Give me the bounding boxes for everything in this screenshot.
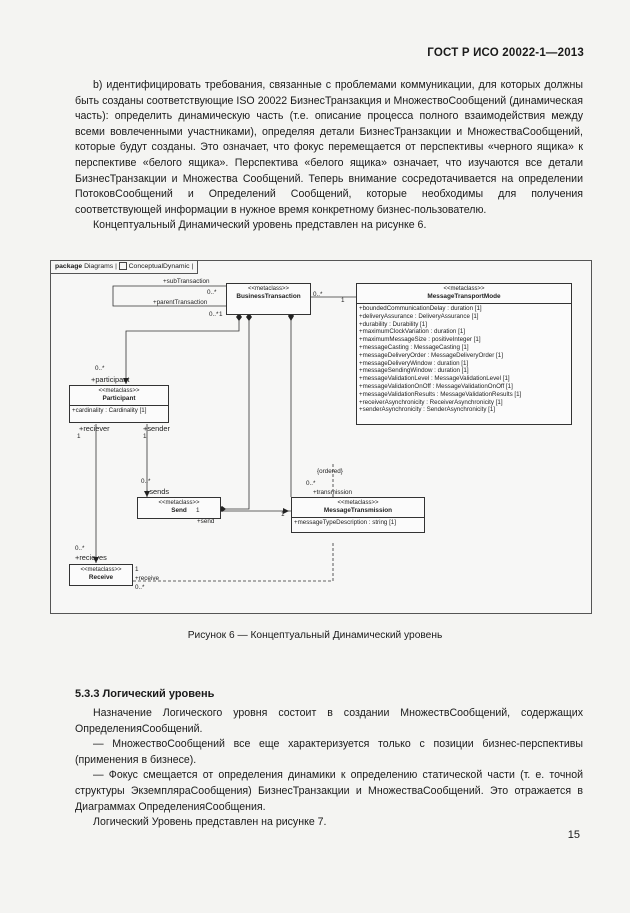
tab-package-keyword: package <box>55 263 83 270</box>
paragraph-requirements: b) идентифицировать требования, связанны… <box>75 79 583 216</box>
attribute: +maximumMessageSize : positiveInteger [1… <box>359 336 481 344</box>
class-name: Receive <box>88 574 114 581</box>
role-receive: +receive <box>135 575 159 582</box>
role-send: +send <box>197 518 215 525</box>
arrowhead-receive <box>93 557 99 563</box>
paragraph-purpose: Назначение Логического уровня состоит в … <box>75 707 583 735</box>
stereotype: <<metaclass>> <box>247 286 290 292</box>
paragraph-logical-reference: Логический Уровень представлен на рисунк… <box>93 816 327 829</box>
tab-view-name: ConceptualDynamic <box>128 263 190 270</box>
multiplicity: 0..* <box>135 584 145 591</box>
attribute: +messageCasting : MessageCasting [1] <box>359 343 469 351</box>
multiplicity: 0..* <box>313 291 323 298</box>
role-sub-transaction: +subTransaction <box>163 278 210 285</box>
attribute-list: +messageTypeDescription : string [1] <box>292 518 424 528</box>
association-lines <box>93 285 356 582</box>
attribute: +messageValidationOnOff : MessageValidat… <box>359 382 513 390</box>
page-number: 15 <box>567 829 580 841</box>
class-name: Participant <box>102 395 136 402</box>
attribute: +messageValidationLevel : MessageValidat… <box>359 375 510 383</box>
tab-diagram-name: Diagrams <box>84 263 114 270</box>
multiplicity: 1 <box>219 311 223 318</box>
attribute: +messageTypeDescription : string [1] <box>294 519 396 526</box>
section-text: Назначение Логического уровня состоит в … <box>75 706 583 831</box>
attribute: +receiverAsynchronicity : ReceiverAsynch… <box>359 398 503 406</box>
constraint-ordered: {ordered} <box>317 468 343 475</box>
class-message-transmission: <<metaclass>> MessageTransmission +messa… <box>291 497 425 533</box>
role-sender: +sender <box>143 424 170 433</box>
multiplicity: 1 <box>143 433 147 440</box>
diagram-icon <box>118 262 127 271</box>
multiplicity: 1 <box>341 297 345 304</box>
attribute: +messageDeliveryOrder : MessageDeliveryO… <box>359 351 503 359</box>
attribute: +cardinality : Cardinality [1] <box>72 407 147 414</box>
attribute-list: +boundedCommunicationDelay : duration [1… <box>357 304 571 415</box>
attribute: +durability : Durability [1] <box>359 320 427 328</box>
attribute: +messageSendingWindow : duration [1] <box>359 367 469 375</box>
role-recieves: +recieves <box>75 553 107 562</box>
multiplicity: 0..* <box>209 311 219 318</box>
role-sends: +sends <box>145 487 170 496</box>
uml-diagram: package Diagrams | ConceptualDynamic | <box>50 260 592 614</box>
arrowhead-transmission <box>283 508 289 514</box>
role-parent-transaction: +parentTransaction <box>153 299 208 306</box>
multiplicity: 0..* <box>141 478 151 485</box>
intro-text: b) идентифицировать требования, связанны… <box>75 78 583 234</box>
multiplicity: 0..* <box>75 545 85 552</box>
stereotype: <<metaclass>> <box>158 500 200 506</box>
stereotype: <<metaclass>> <box>443 286 485 292</box>
class-business-transaction: <<metaclass>> BusinessTransaction <box>226 283 311 315</box>
role-reciever: +reciever <box>79 424 110 433</box>
attribute: +messageValidationResults : MessageValid… <box>359 390 522 398</box>
arrowhead-participant <box>123 378 129 384</box>
multiplicity: 1 <box>196 507 200 514</box>
attribute: +deliveryAssurance : DeliveryAssurance [… <box>359 312 479 320</box>
multiplicity: 0..* <box>207 289 217 296</box>
role-participant: +participant <box>91 375 130 384</box>
multiplicity: 0..* <box>95 365 105 372</box>
stereotype: <<metaclass>> <box>80 567 122 573</box>
class-participant: <<metaclass>> Participant +cardinality :… <box>69 385 169 423</box>
arrowhead-send <box>144 491 150 497</box>
stereotype: <<metaclass>> <box>98 388 140 394</box>
multiplicity: 1 <box>281 511 285 518</box>
class-name: BusinessTransaction <box>236 293 301 300</box>
role-transmission: +transmission <box>313 489 353 496</box>
paragraph-figure-reference: Концептуальный Динамический уровень пред… <box>93 219 427 232</box>
class-receive: <<metaclass>> Receive <box>69 564 133 586</box>
class-message-transport-mode: <<metaclass>> MessageTransportMode +boun… <box>356 283 572 425</box>
attribute: +messageDeliveryWindow : duration [1] <box>359 359 469 367</box>
section-title: 5.3.3 Логический уровень <box>75 688 215 700</box>
attribute-list: +cardinality : Cardinality [1] <box>70 406 168 416</box>
stereotype: <<metaclass>> <box>337 500 379 506</box>
class-send: <<metaclass>> Send <box>137 497 221 519</box>
paragraph-message-set: — МножествоСообщений все еще характеризу… <box>75 738 583 766</box>
class-name: MessageTransmission <box>323 507 393 514</box>
diagram-tab: package Diagrams | ConceptualDynamic | <box>51 261 199 274</box>
figure-caption: Рисунок 6 — Концептуальный Динамический … <box>187 630 443 641</box>
composition-diamond-2 <box>246 313 252 321</box>
attribute: +senderAsynchronicity : SenderAsynchroni… <box>359 406 496 414</box>
paragraph-focus: — Фокус смещается от определения динамик… <box>75 769 583 813</box>
multiplicity: 1 <box>77 433 81 440</box>
attribute: +maximumClockVariation : duration [1] <box>359 328 465 336</box>
class-name: Send <box>171 507 187 514</box>
document-header: ГОСТ Р ИСО 20022-1—2013 <box>427 47 584 59</box>
composition-diamond-1 <box>236 313 242 321</box>
attribute: +boundedCommunicationDelay : duration [1… <box>359 305 482 312</box>
multiplicity: 1 <box>135 566 139 573</box>
class-name: MessageTransportMode <box>427 293 501 300</box>
multiplicity: 0..* <box>306 480 316 487</box>
